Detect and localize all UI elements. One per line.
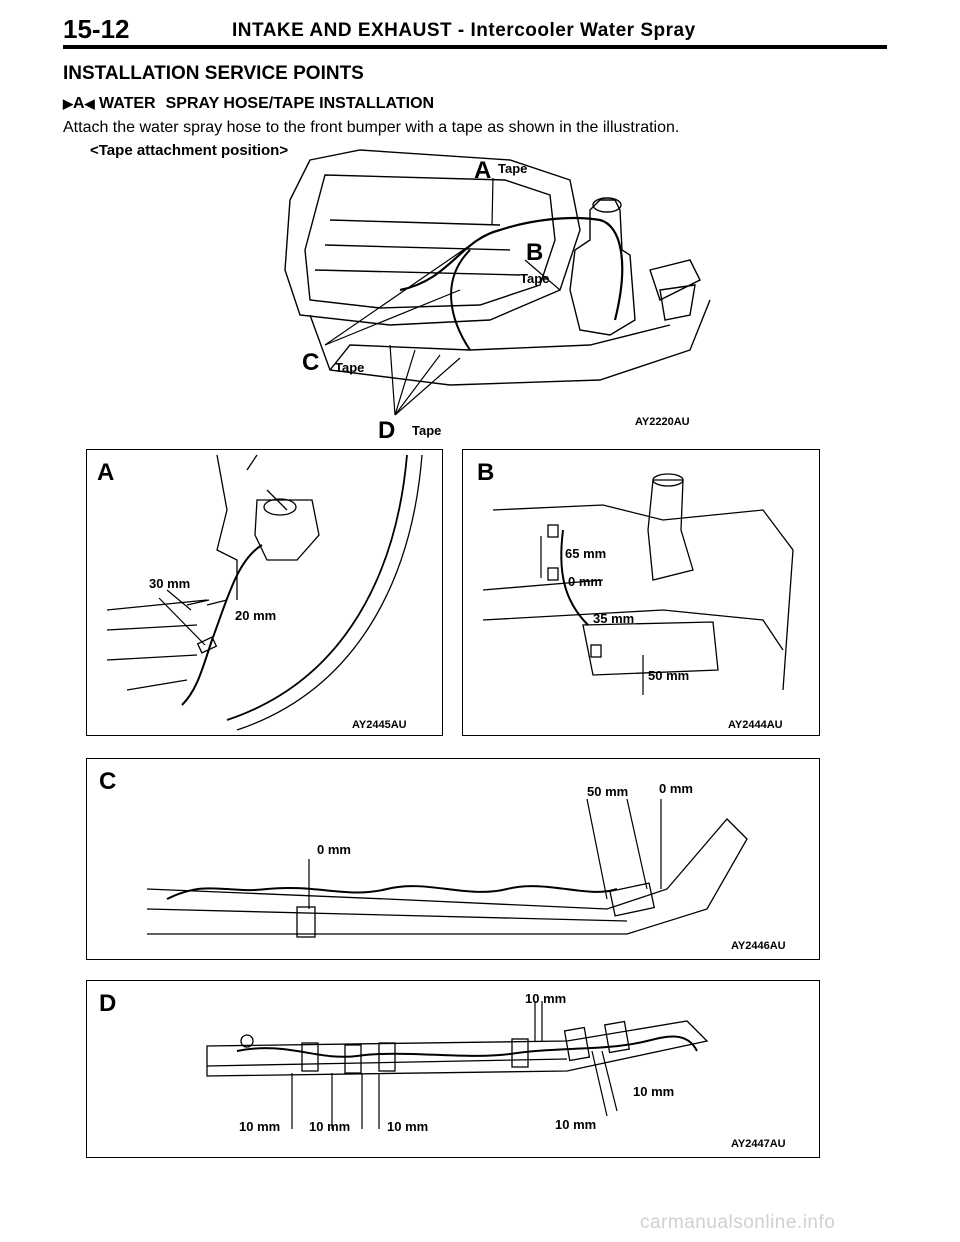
- detail-c-frame: C 0 mm 50 mm 0 mm AY2446AU: [86, 758, 820, 960]
- callout-letter-a: A: [474, 157, 491, 184]
- detail-a-letter: A: [97, 459, 114, 486]
- detail-d-dim-top: 10 mm: [525, 991, 566, 1006]
- callout-letter-c: C: [302, 349, 319, 376]
- page-header-title: INTAKE AND EXHAUST - Intercooler Water S…: [232, 20, 696, 42]
- detail-d-dim-right-1: 10 mm: [633, 1084, 674, 1099]
- header-separator: -: [457, 20, 465, 41]
- detail-b-figure-id: AY2444AU: [728, 719, 783, 731]
- detail-a-illustration: A 30 mm 20 mm AY2445AU: [97, 454, 423, 731]
- callout-letter-b: B: [526, 239, 543, 266]
- callout-label-d: Tape: [412, 423, 441, 438]
- instruction-text: Attach the water spray hose to the front…: [63, 119, 680, 136]
- callout-label-c: Tape: [335, 360, 364, 375]
- subsection-title-part-1: WATER: [99, 95, 156, 112]
- detail-a-dim-20: 20 mm: [235, 608, 276, 623]
- detail-c-letter: C: [99, 768, 116, 795]
- detail-d-dim-bottom-3: 10 mm: [387, 1119, 428, 1134]
- detail-c-dim-50: 50 mm: [587, 784, 628, 799]
- detail-b-dim-0: 0 mm: [568, 574, 602, 589]
- subsection-title-part-2: SPRAY HOSE/TAPE INSTALLATION: [165, 95, 435, 112]
- detail-c-dim-0-right: 0 mm: [659, 781, 693, 796]
- overview-illustration: A Tape B Tape C Tape D Tape AY2220AU: [284, 149, 711, 444]
- triangle-left-icon: ◀: [84, 96, 95, 111]
- header-rule: [63, 45, 887, 49]
- header-subtitle: Intercooler Water Spray: [470, 20, 696, 41]
- detail-c-figure-id: AY2446AU: [731, 940, 786, 952]
- detail-c-dim-0-left: 0 mm: [317, 842, 351, 857]
- detail-b-frame: B 65 mm 0 mm 35 mm 50 mm AY2444AU: [462, 449, 820, 736]
- watermark-text: carmanualsonline.info: [640, 1212, 836, 1233]
- detail-a-figure-id: AY2445AU: [352, 719, 407, 731]
- detail-b-dim-50: 50 mm: [648, 668, 689, 683]
- detail-b-illustration: B 65 mm 0 mm 35 mm 50 mm AY2444AU: [477, 459, 794, 731]
- subsection-marker-letter: A: [73, 95, 85, 112]
- detail-d-dim-bottom-1: 10 mm: [239, 1119, 280, 1134]
- header-section: INTAKE AND EXHAUST: [232, 20, 453, 41]
- page-number: 15-12: [63, 14, 130, 44]
- detail-d-dim-bottom-2: 10 mm: [309, 1119, 350, 1134]
- detail-d-letter: D: [99, 990, 116, 1017]
- detail-b-letter: B: [477, 459, 494, 486]
- detail-d-frame: D 10 mm 10 mm 10 mm 10 mm 10 mm 10 mm AY…: [86, 980, 820, 1158]
- triangle-right-icon: ▶: [63, 96, 73, 111]
- figure-id-overview: AY2220AU: [635, 416, 690, 428]
- detail-b-dim-35: 35 mm: [593, 611, 634, 626]
- subsection-title: ▶A◀ WATER SPRAY HOSE/TAPE INSTALLATION: [63, 95, 434, 113]
- section-title: INSTALLATION SERVICE POINTS: [63, 63, 364, 84]
- detail-d-dim-right-2: 10 mm: [555, 1117, 596, 1132]
- detail-d-illustration: D 10 mm 10 mm 10 mm 10 mm 10 mm 10 mm AY…: [99, 990, 786, 1150]
- callout-letter-d: D: [378, 417, 395, 444]
- detail-b-dim-65: 65 mm: [565, 546, 606, 561]
- callout-label-a: Tape: [498, 161, 527, 176]
- callout-label-b: Tape: [520, 271, 549, 286]
- detail-a-dim-30: 30 mm: [149, 576, 190, 591]
- detail-d-figure-id: AY2447AU: [731, 1138, 786, 1150]
- detail-a-frame: A 30 mm 20 mm AY2445AU: [86, 449, 443, 736]
- detail-c-illustration: C 0 mm 50 mm 0 mm AY2446AU: [99, 768, 786, 952]
- figure-caption: <Tape attachment position>: [90, 142, 289, 159]
